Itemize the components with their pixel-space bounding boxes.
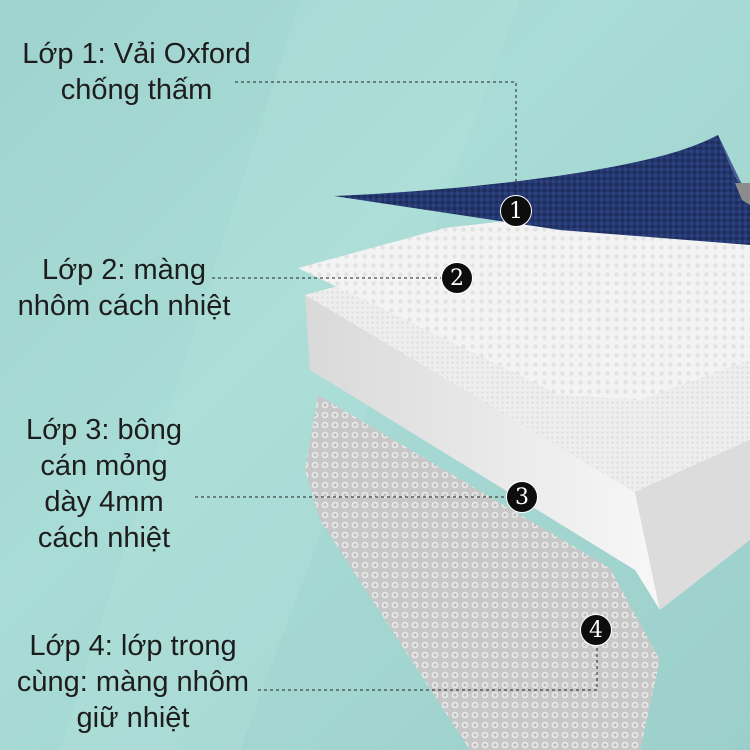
layer-3-label-line: cán mỏng bbox=[40, 450, 168, 482]
layer-3-badge: 3 bbox=[506, 481, 538, 513]
layer-3-label-line: cách nhiệt bbox=[37, 522, 171, 554]
layer-3-foam-side bbox=[305, 295, 660, 610]
layer-1-label: Lớp 1: Vải Oxford chống thấm bbox=[4, 36, 269, 108]
layer-2-foil bbox=[298, 205, 750, 400]
layer-1-badge: 1 bbox=[500, 195, 532, 227]
layer-3-label: Lớp 3: bông cán mỏng dày 4mm cách nhiệt bbox=[14, 412, 194, 556]
layer-4-label: Lớp 4: lớp trong cùng: màng nhôm giữ nhi… bbox=[4, 628, 262, 736]
layer-4-label-line: giữ nhiệt bbox=[76, 702, 190, 734]
leader-line-4 bbox=[258, 646, 598, 691]
layer-1-label-line: Lớp 1: Vải Oxford bbox=[22, 38, 251, 70]
layer-3-label-line: Lớp 3: bông bbox=[25, 414, 183, 446]
layer-2-label-line: Lớp 2: màng bbox=[41, 254, 207, 286]
layer-4-label-line: Lớp 4: lớp trong bbox=[29, 630, 237, 662]
leader-line-1 bbox=[235, 81, 517, 195]
layer-3-label-line: dày 4mm bbox=[44, 486, 164, 518]
layer-2-label: Lớp 2: màng nhôm cách nhiệt bbox=[4, 252, 244, 324]
layer-3-foam-front bbox=[635, 440, 750, 610]
background-highlight bbox=[60, 0, 520, 750]
layer-4-badge: 4 bbox=[580, 614, 612, 646]
layer-2-badge: 2 bbox=[441, 262, 473, 294]
layer-1-label-line: chống thấm bbox=[60, 74, 213, 106]
layer-4-label-line: cùng: màng nhôm bbox=[16, 666, 250, 698]
layer-4-inner-foil bbox=[305, 395, 660, 750]
layer-2-label-line: nhôm cách nhiệt bbox=[17, 290, 231, 322]
layer-1-oxford-underside bbox=[735, 183, 750, 205]
layer-1-oxford bbox=[334, 135, 750, 245]
